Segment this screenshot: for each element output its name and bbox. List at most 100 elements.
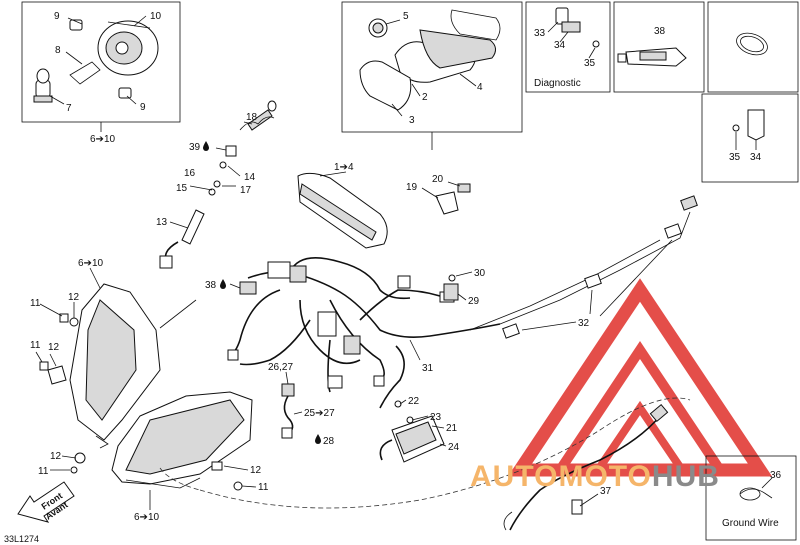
connector-icon <box>555 7 581 33</box>
bolt-icon <box>69 317 79 327</box>
connector-icon <box>317 311 337 337</box>
callout-range: 6➔10 <box>134 512 160 523</box>
clamp-icon <box>739 488 773 499</box>
callout-14: 14 <box>244 172 256 183</box>
callout-36: 36 <box>770 470 782 481</box>
bolt-icon <box>74 452 86 464</box>
connector-icon <box>267 261 291 279</box>
connector-icon <box>397 275 411 289</box>
callout-11: 11 <box>38 466 49 477</box>
callout-12: 12 <box>250 465 262 476</box>
relay-29-30: 30 29 <box>443 268 486 307</box>
headlamp-icon: 6➔10 11 12 11 12 <box>30 258 161 449</box>
callout-range: 25➔27 <box>304 408 335 419</box>
gauge-icon <box>368 18 388 38</box>
callout-9: 9 <box>140 102 146 113</box>
bulb-clip-icon <box>69 61 101 85</box>
connector-icon <box>373 375 385 387</box>
sensor-26-28: 26,27 25➔27 28 <box>268 362 335 447</box>
callout-4: 4 <box>477 82 483 93</box>
cluster-bezel-icon <box>359 60 412 111</box>
drop-icon <box>315 434 321 444</box>
callout-39: 39 <box>189 142 201 153</box>
bulb-icon <box>33 68 53 103</box>
callout-32-group: 32 <box>502 223 682 339</box>
box-grease: 38 <box>613 1 705 93</box>
callout-3: 3 <box>409 115 415 126</box>
callout-20: 20 <box>432 174 444 185</box>
callout-16: 16 <box>184 168 196 179</box>
ground-wire-route <box>199 397 691 509</box>
callout-37: 37 <box>600 486 612 497</box>
front-arrow-icon: Front Avant <box>17 481 75 523</box>
callout-38: 38 <box>205 280 217 291</box>
callout-28: 28 <box>323 436 335 447</box>
bolt-icon <box>233 481 243 491</box>
callout-29: 29 <box>468 296 480 307</box>
callout-5: 5 <box>403 11 409 22</box>
box-bracket: 35 34 <box>701 93 799 183</box>
callout-12: 12 <box>50 451 62 462</box>
callout-22: 22 <box>408 396 420 407</box>
connector-icon <box>327 375 343 389</box>
callout-21: 21 <box>446 423 458 434</box>
connector-icon <box>343 335 361 355</box>
fasteners-left-bottom: 12 11 <box>38 451 86 477</box>
callout-38b-group: 38 <box>205 279 241 291</box>
ground-wire-route <box>159 467 201 491</box>
drop-icon <box>220 279 226 289</box>
callout-range: 1➔4 <box>334 162 354 173</box>
headlamp-icon: 12 11 6➔10 <box>111 391 269 523</box>
bolt-icon <box>59 313 69 323</box>
watermark-logo <box>507 278 773 477</box>
callout-7: 7 <box>66 103 72 114</box>
watermark-hub: HUB <box>651 460 720 493</box>
box-headlamp-bulb: 9 10 8 7 9 6➔10 <box>21 1 181 145</box>
callout-32: 32 <box>578 318 590 329</box>
bolt-icon <box>39 361 49 371</box>
box-diagnostic: 33 34 35 Diagnostic <box>525 1 611 93</box>
callout-26-27: 26,27 <box>268 362 293 373</box>
callout-9: 9 <box>54 11 60 22</box>
ground-wire-label: Ground Wire <box>722 518 779 529</box>
callout-19: 19 <box>406 182 418 193</box>
callout-38: 38 <box>654 26 666 37</box>
callout-10: 10 <box>150 11 162 22</box>
callout-8: 8 <box>55 45 61 56</box>
watermark-auto: AUTOMOTO <box>470 460 652 493</box>
cluster-icon <box>394 9 501 83</box>
callout-35: 35 <box>729 152 741 163</box>
sensor-19-20: 19 20 <box>406 174 471 215</box>
drop-icon <box>203 141 209 151</box>
callout-17: 17 <box>240 185 252 196</box>
callout-34: 34 <box>750 152 762 163</box>
watermark-text: AUTOMOTOHUB <box>470 460 720 494</box>
callout-12: 12 <box>68 292 80 303</box>
bolt-icon <box>70 466 78 474</box>
callout-23: 23 <box>430 412 442 423</box>
connector-icon <box>289 265 307 283</box>
clamp-icon <box>736 32 768 56</box>
callout-34: 34 <box>554 40 566 51</box>
callout-18: 18 <box>246 112 258 123</box>
callout-24: 24 <box>448 442 460 453</box>
callout-33: 33 <box>534 28 546 39</box>
callout-35: 35 <box>584 58 596 69</box>
speed-sensor-cable: 18 39 14 16 17 15 13 <box>156 100 277 269</box>
bolt-icon <box>592 40 600 48</box>
diagnostic-label: Diagnostic <box>534 78 581 89</box>
bracket-icon <box>732 109 765 141</box>
ground-cable-37: 37 <box>503 403 669 531</box>
callout-11: 11 <box>30 340 41 351</box>
instrument-cluster: 1➔4 <box>297 162 388 249</box>
callout-range: 6➔10 <box>78 258 104 269</box>
drawing-code: 33L1274 <box>4 534 39 544</box>
bolt-icon <box>394 400 402 408</box>
cap-icon <box>118 87 132 99</box>
grease-tube-icon <box>617 47 687 67</box>
callout-15: 15 <box>176 183 188 194</box>
wire-harness-icon <box>227 195 698 409</box>
headlamp-reflector-icon <box>97 20 159 76</box>
callout-2: 2 <box>422 92 428 103</box>
